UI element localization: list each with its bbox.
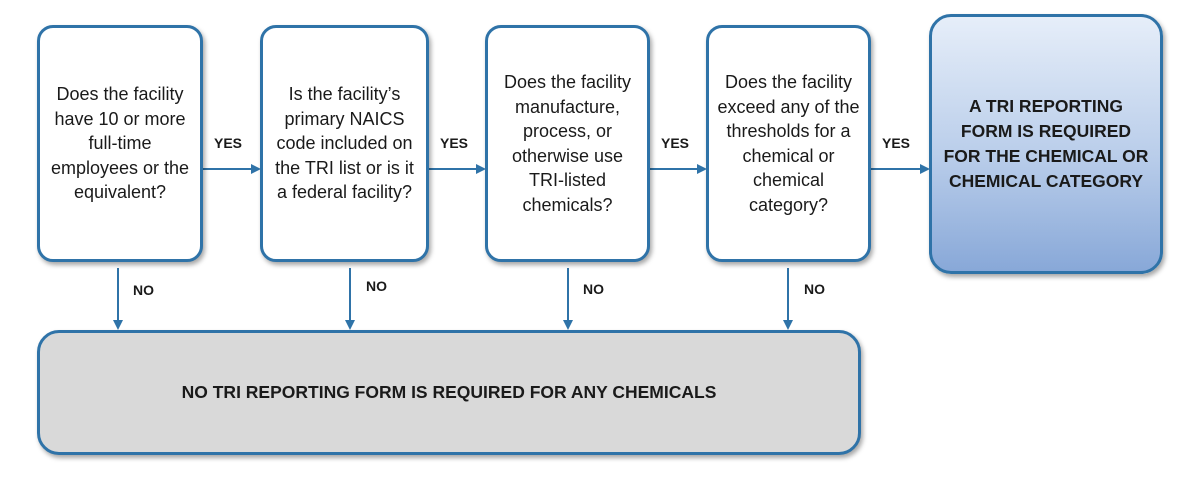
yes-label-2: YES <box>440 135 469 151</box>
no-label-2: NO <box>366 278 387 294</box>
question-box-3: Does the facility manufacture, process, … <box>485 25 650 262</box>
question-4-text: Does the facility exceed any of the thre… <box>717 72 860 215</box>
no-label-1: NO <box>133 282 154 298</box>
yes-label-3: YES <box>661 135 690 151</box>
outcome-required-box: A TRI REPORTING FORM IS REQUIRED FOR THE… <box>929 14 1163 274</box>
yes-label-4: YES <box>882 135 911 151</box>
question-box-2: Is the facility’s primary NAICS code inc… <box>260 25 429 262</box>
question-3-text: Does the facility manufacture, process, … <box>503 72 632 215</box>
outcome-not-required-box: NO TRI REPORTING FORM IS REQUIRED FOR AN… <box>37 330 861 455</box>
no-label-4: NO <box>804 281 825 297</box>
no-label-3: NO <box>583 281 604 297</box>
outcome-required-text: A TRI REPORTING FORM IS REQUIRED FOR THE… <box>943 96 1149 191</box>
yes-label-1: YES <box>214 135 243 151</box>
question-1-text: Does the facility have 10 or more full-t… <box>50 84 190 203</box>
question-box-1: Does the facility have 10 or more full-t… <box>37 25 203 262</box>
question-2-text: Is the facility’s primary NAICS code inc… <box>275 84 414 203</box>
question-box-4: Does the facility exceed any of the thre… <box>706 25 871 262</box>
outcome-not-required-text: NO TRI REPORTING FORM IS REQUIRED FOR AN… <box>181 382 717 402</box>
